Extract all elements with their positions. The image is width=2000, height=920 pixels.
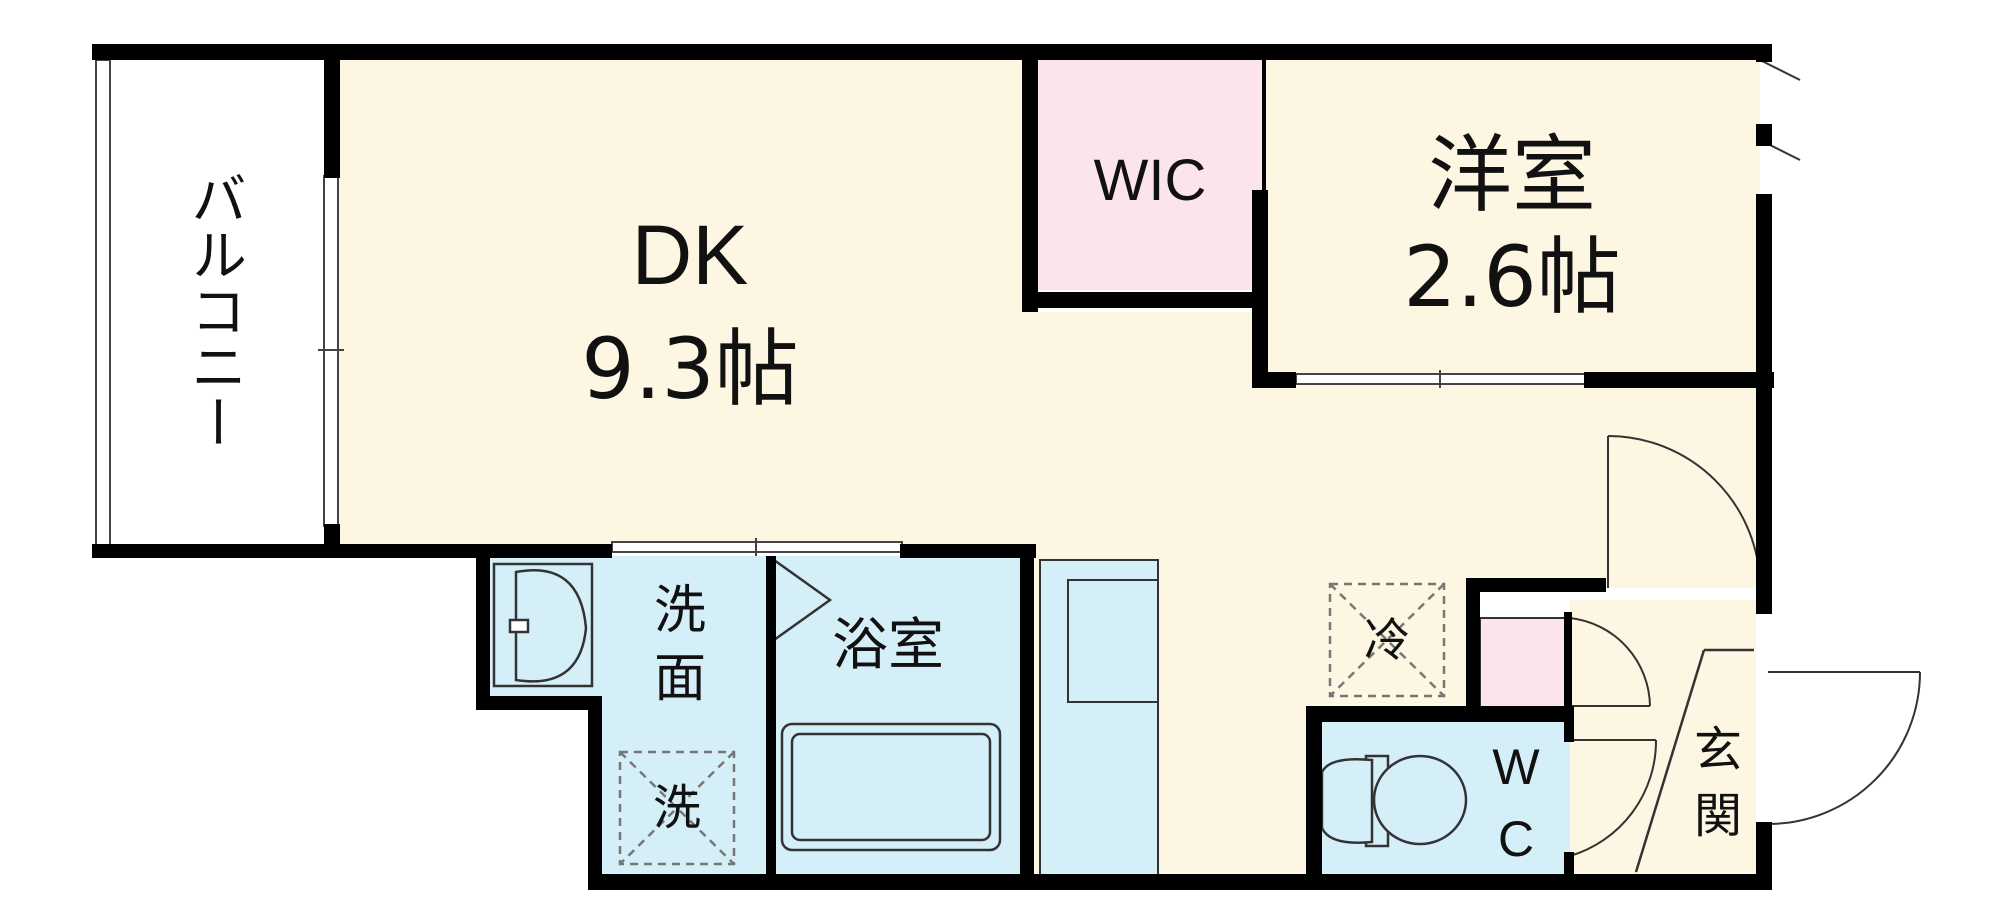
fridge-label: 冷 (1364, 613, 1410, 667)
wall-corridor-left (1466, 578, 1480, 710)
wall-wic-bottom (1022, 292, 1254, 308)
western-window (1759, 59, 1801, 81)
balcony-rail (95, 59, 111, 551)
western-room-area (1266, 58, 1760, 380)
wall-toilet-right-upper (1564, 706, 1574, 742)
room-fills (100, 58, 1760, 884)
bath-area (774, 556, 1022, 884)
bathtub (780, 722, 1002, 852)
wic-label: WIC (1094, 148, 1207, 213)
western-size: 2.6帖 (1403, 228, 1621, 326)
wall-wic-right (1252, 190, 1268, 386)
dk-size: 9.3帖 (581, 320, 799, 418)
wall-corridor-top (1466, 578, 1606, 592)
wall-toilet-right-lower (1564, 852, 1574, 888)
wall-balcony-dk-upper (324, 58, 340, 178)
wall-right-mid (1756, 124, 1772, 146)
labels: バルコニー DK 9.3帖 WIC 洋室 2.6帖 洗 面 洗 浴室 冷 W C… (182, 126, 1743, 867)
wall-dk-bottom-right (900, 544, 1036, 558)
washing-machine-cross (619, 751, 735, 865)
entrance-label-top: 玄 (1694, 722, 1742, 778)
wall-bath-divider-lower (766, 706, 776, 888)
toilet-door-arc (1569, 739, 1658, 857)
wall-right-western (1756, 194, 1772, 614)
wall-wic-left (1022, 58, 1038, 312)
wall-balcony-bottom (92, 544, 340, 558)
toilet-label-top: W (1492, 739, 1540, 795)
wall-shoe-right (1564, 612, 1572, 708)
wall-western-bottom-right (1584, 372, 1774, 388)
wall-washroom-notch (476, 696, 600, 710)
toilet-bowl (1320, 758, 1374, 844)
washing-machine-cross (619, 751, 735, 865)
fixtures (492, 558, 1754, 873)
wall-bottom (588, 874, 1772, 890)
doors (1569, 59, 1921, 857)
wall-wic-divider (1262, 58, 1266, 190)
wall-toilet-top (1306, 706, 1574, 722)
bath-label: 浴室 (832, 613, 944, 678)
wall-balcony-dk-lower (324, 524, 340, 558)
wall-bath-divider (766, 556, 776, 708)
dk-label: DK (632, 208, 749, 302)
laundry-label: 洗 (653, 780, 701, 836)
bath-folding-door (773, 558, 833, 642)
dk-area (338, 58, 1760, 884)
front-door-arc (1767, 671, 1921, 825)
toilet-seat (1372, 754, 1468, 846)
shoe-closet-door-arc (1569, 617, 1651, 707)
entrance-label-bottom: 関 (1694, 788, 1742, 844)
wall-washroom-lower-left (588, 696, 602, 888)
kitchen-sink (1067, 579, 1159, 703)
entrance-step (1634, 649, 1706, 873)
wall-top (92, 44, 1772, 60)
wall-washroom-left (476, 544, 490, 710)
wall-right-upper (1756, 44, 1772, 62)
fridge-cross (1329, 583, 1445, 697)
wash-basin-bowl (514, 569, 588, 683)
western-label: 洋室 (1428, 126, 1596, 224)
balcony-label: バルコニー (182, 170, 247, 450)
faucet-icon (508, 618, 530, 634)
wic-area (1036, 58, 1266, 290)
wall-toilet-left (1306, 706, 1322, 888)
shoe-closet (1479, 617, 1571, 711)
fridge-cross (1329, 583, 1445, 697)
walls (92, 44, 1774, 890)
toilet-label-bottom: C (1498, 811, 1534, 867)
fridge-spot (1328, 582, 1446, 698)
bathtub-inner (790, 732, 992, 842)
washing-machine-spot (618, 750, 736, 866)
washroom-label-bottom: 面 (654, 649, 706, 709)
wall-right-entrance (1756, 822, 1772, 888)
wall-western-bottom-left (1252, 372, 1296, 388)
washroom-label-top: 洗 (654, 581, 706, 641)
balcony-area (100, 58, 328, 552)
wall-bath-right (1020, 544, 1034, 888)
